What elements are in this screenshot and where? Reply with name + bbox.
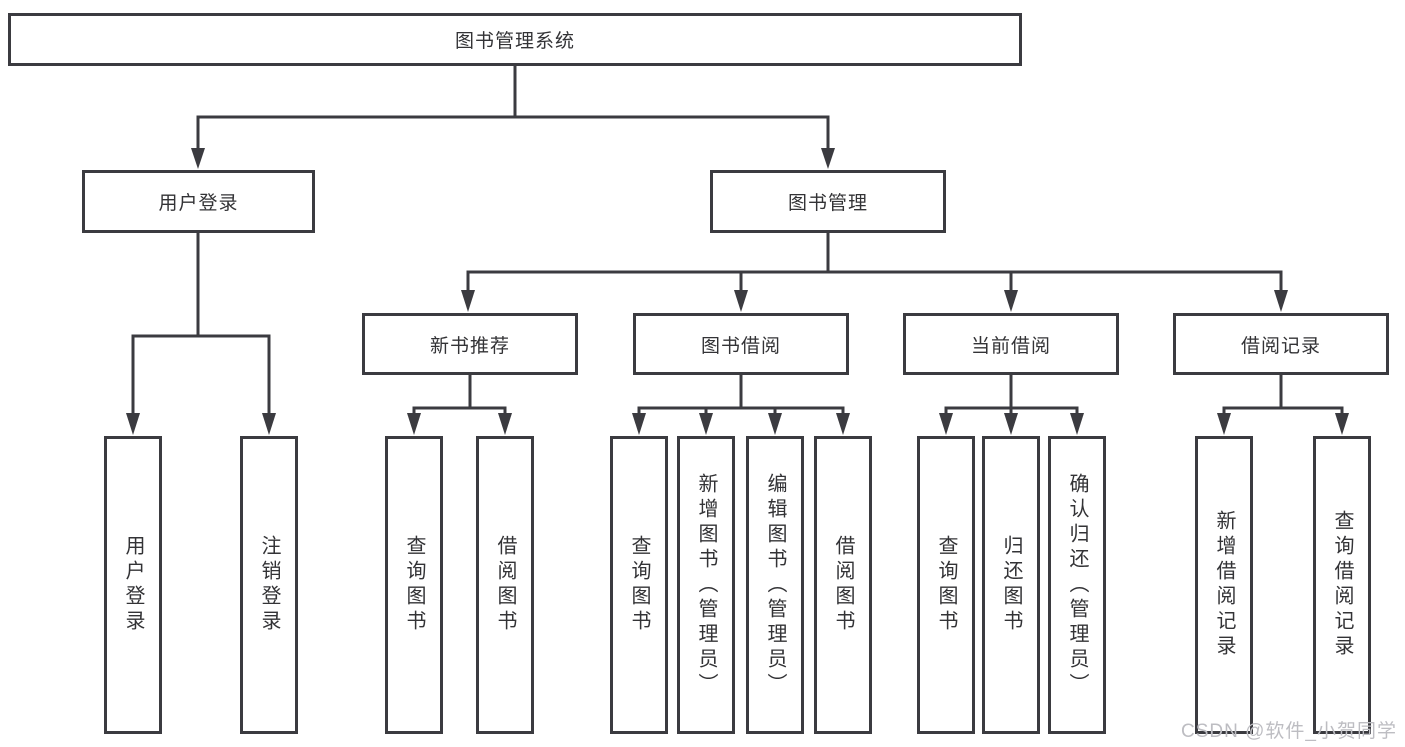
node-label: 图书借阅 [700,335,781,357]
node-book-management: 图书管理 [710,170,946,233]
node-label: 图书管理系统 [454,31,575,52]
node-book-borrowing: 图书借阅 [633,313,849,375]
leaf-borrow-books-recommendation: 借阅图书 [476,436,534,734]
leaf-query-borrow-record: 查询借阅记录 [1313,436,1371,734]
node-label: 查询图书 [403,535,425,635]
node-label: 借阅图书 [832,535,854,635]
leaf-confirm-return-admin: 确认归还（管理员） [1048,436,1106,734]
node-current-borrowing: 当前借阅 [903,313,1119,375]
leaf-add-borrow-record: 新增借阅记录 [1195,436,1253,734]
node-label: 用户登录 [158,193,239,214]
leaf-query-books-current: 查询图书 [917,436,975,734]
node-label: 新增图书（管理员） [695,472,717,698]
leaf-borrow-books: 借阅图书 [814,436,872,734]
leaf-edit-books-admin: 编辑图书（管理员） [746,436,804,734]
node-library-management-system: 图书管理系统 [8,13,1022,66]
node-label: 用户登录 [122,535,144,635]
node-label: 注销登录 [258,535,280,635]
leaf-user-login: 用户登录 [104,436,162,734]
node-label: 查询图书 [935,535,957,635]
node-label: 查询图书 [628,535,650,635]
node-label: 新增借阅记录 [1213,510,1235,660]
node-label: 确认归还（管理员） [1066,472,1088,698]
leaf-return-books: 归还图书 [982,436,1040,734]
node-label: 查询借阅记录 [1331,510,1353,660]
node-new-book-recommendation: 新书推荐 [362,313,578,375]
node-label: 编辑图书（管理员） [764,472,786,698]
leaf-query-books-borrowing: 查询图书 [610,436,668,734]
node-label: 图书管理 [787,193,868,214]
node-label: 新书推荐 [429,335,510,357]
node-label: 当前借阅 [970,335,1051,357]
leaf-logout: 注销登录 [240,436,298,734]
node-label: 借阅图书 [494,535,516,635]
leaf-query-books-recommendation: 查询图书 [385,436,443,734]
csdn-watermark: CSDN @软件_小贺同学 [1181,721,1397,742]
node-user-login: 用户登录 [82,170,315,233]
leaf-add-books-admin: 新增图书（管理员） [677,436,735,734]
node-borrowing-records: 借阅记录 [1173,313,1389,375]
node-label: 借阅记录 [1240,335,1321,357]
node-label: 归还图书 [1000,535,1022,635]
